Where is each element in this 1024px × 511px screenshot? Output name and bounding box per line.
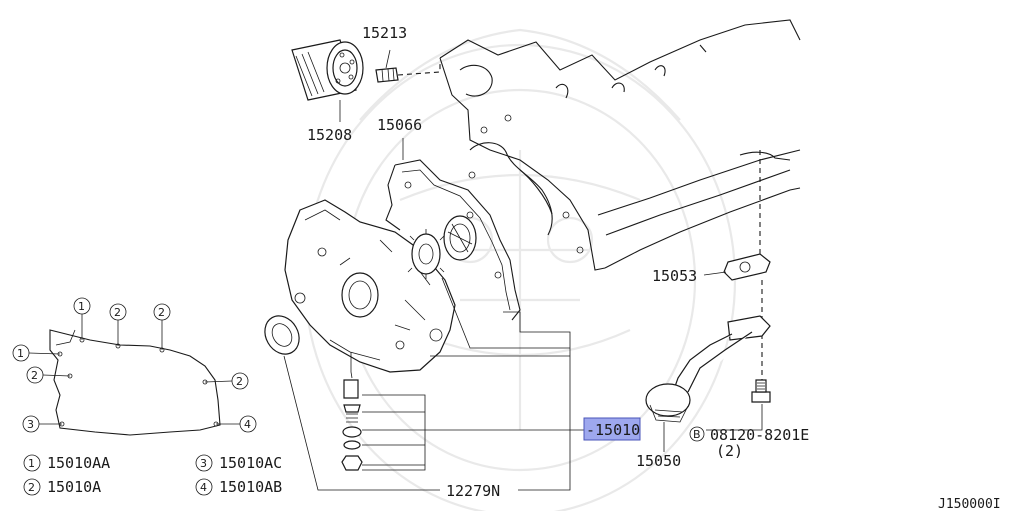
oil-strainer: [645, 315, 771, 452]
callout-bolt-qty: (2): [716, 442, 743, 460]
legend-marker-4: 4: [200, 481, 207, 494]
legend-marker-1: 1: [28, 457, 35, 470]
callout-bolt-number: 08120-8201E: [710, 426, 809, 444]
marker-left-2: 2: [31, 369, 38, 382]
leader-lines: [283, 271, 727, 491]
marker-top-1: 1: [78, 300, 85, 313]
bolt-callout: B 08120-8201E (2): [689, 426, 809, 460]
legend-part-3: 15010AC: [219, 454, 282, 472]
callout-15010: -15010: [586, 421, 640, 439]
callout-15050: 15050: [636, 452, 681, 470]
marker-top-2a: 2: [114, 306, 121, 319]
callout-15208: 15208: [307, 126, 352, 144]
pickup-bolt: [706, 379, 771, 431]
relief-valve-stack: [341, 352, 363, 471]
oil-filter: [291, 39, 364, 101]
bolt-marker: B: [693, 428, 701, 441]
marker-left-3: 3: [27, 418, 34, 431]
callout-15066: 15066: [377, 116, 422, 134]
front-cover-gasket: [385, 138, 521, 321]
engine-block: [439, 19, 801, 271]
marker-top-2b: 2: [158, 306, 165, 319]
filter-connector: [339, 49, 441, 122]
marker-left-1: 1: [17, 347, 24, 360]
front-oil-seal: [264, 315, 300, 355]
legend-part-1: 15010AA: [47, 454, 110, 472]
marker-right-4: 4: [244, 418, 251, 431]
legend-part-4: 15010AB: [219, 478, 282, 496]
marker-right-2: 2: [236, 375, 243, 388]
inset-bolt-locations: 1 2 2 1 2 2 3 4: [12, 297, 257, 436]
callout-15010-highlighted[interactable]: -15010: [583, 417, 641, 441]
callout-15053: 15053: [652, 267, 697, 285]
legend: 1 15010AA 2 15010A 3 15010AC 4 15010AB: [23, 454, 282, 496]
legend-part-2: 15010A: [47, 478, 101, 496]
legend-marker-3: 3: [200, 457, 207, 470]
callout-15213: 15213: [362, 24, 407, 42]
callout-12279n: 12279N: [446, 482, 500, 500]
oil-pump-body: [284, 199, 456, 373]
diagram-id: J150000I: [938, 497, 1001, 511]
pump-gears: [407, 215, 477, 279]
legend-marker-2: 2: [28, 481, 35, 494]
